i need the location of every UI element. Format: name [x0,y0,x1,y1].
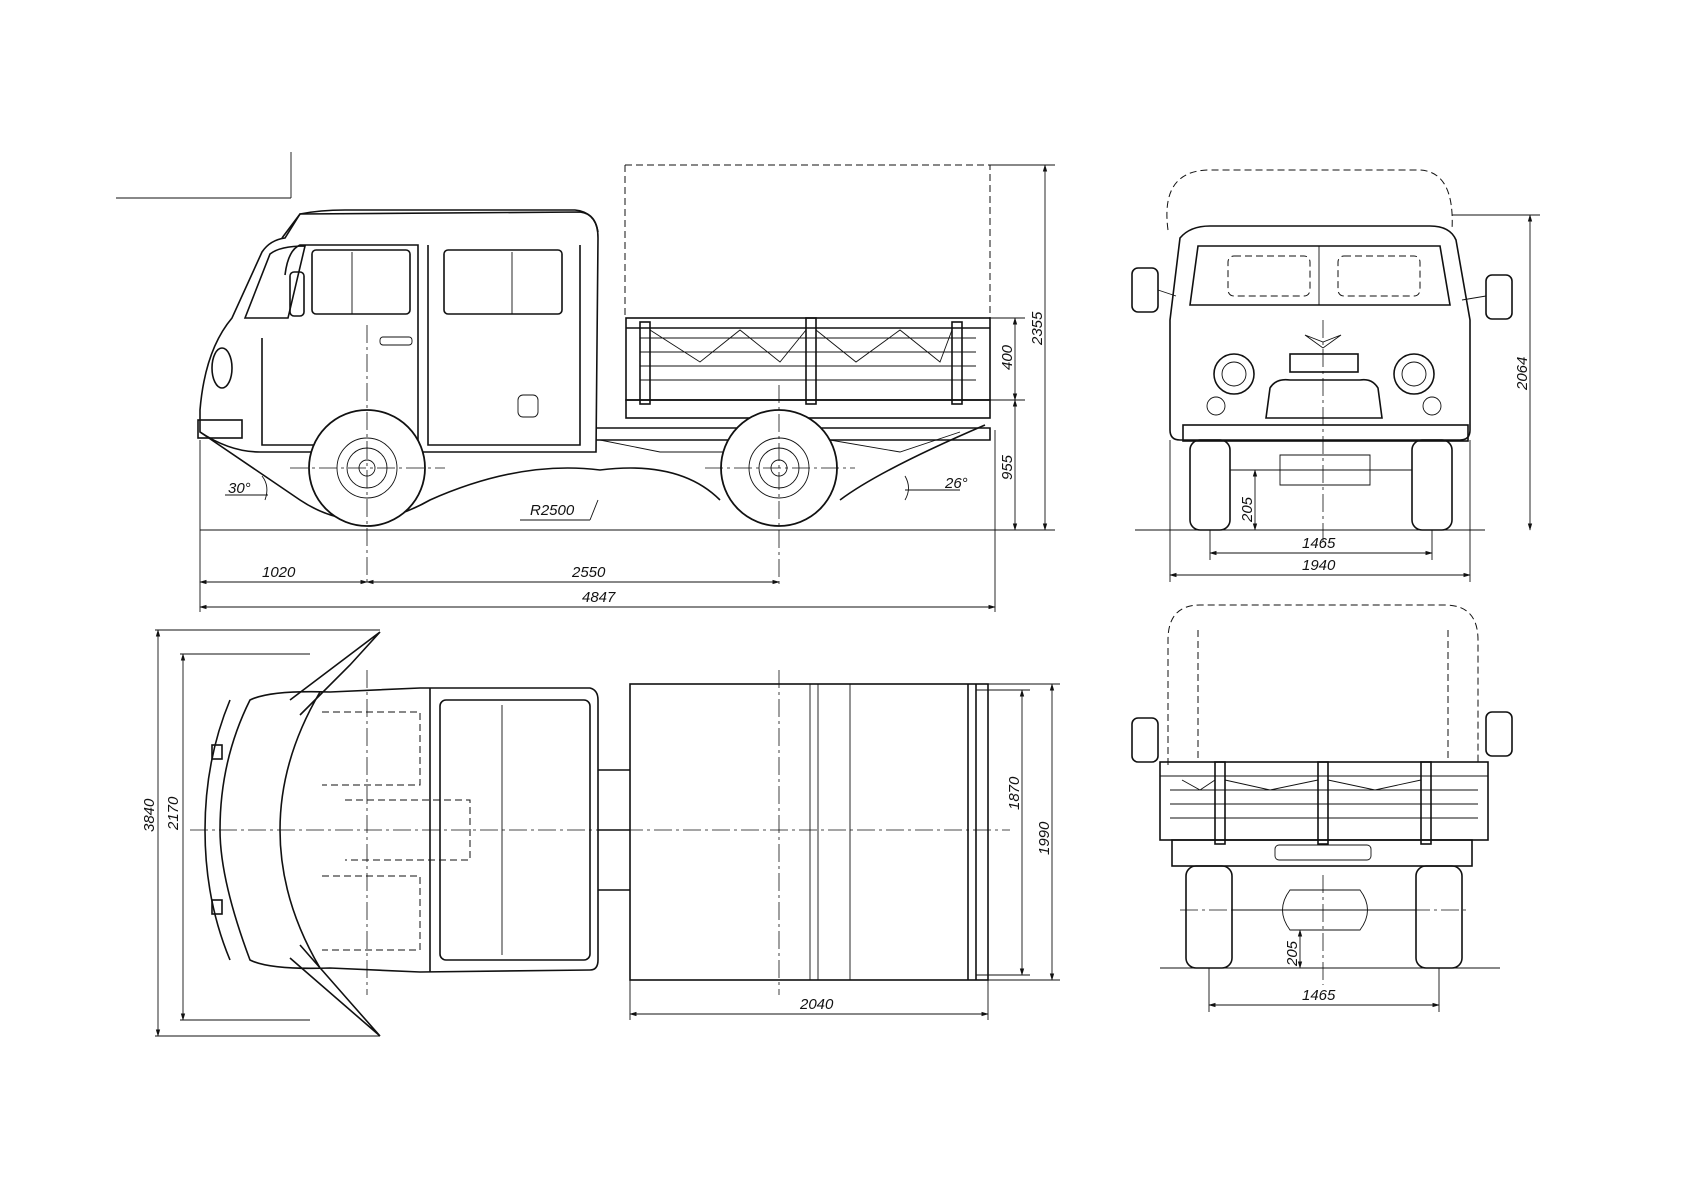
departure-angle-label: 26° [944,475,968,492]
platform-height-label: 955 [999,454,1016,480]
rear-right-mirror [1486,712,1512,756]
rear-left-mirror [1132,718,1158,762]
rear-right-tire [1416,866,1462,968]
front-track-label: 1465 [1302,535,1336,552]
front-view: 2064 205 1465 1940 [1132,170,1540,582]
top-view: 3840 2170 1870 1990 2040 [141,630,1060,1036]
front-window [312,250,410,314]
headlight [212,348,232,388]
front-cab [1170,226,1470,440]
canopy-outline [625,165,990,318]
front-left-headlight [1214,354,1254,394]
front-clearance-label: 205 [1239,496,1256,523]
front-right-mirror [1486,275,1512,319]
platform-length-label: 2040 [799,996,834,1013]
cab-body [200,212,598,452]
front-height-label: 2064 [1514,357,1531,391]
rear-canopy-outline [1168,605,1478,765]
rear-window [444,250,562,314]
overall-length-label: 4847 [582,589,616,606]
front-view-bumper [1183,425,1468,441]
rear-platform [1160,762,1488,840]
cab-width-label: 2170 [165,796,182,831]
rear-door [428,245,580,445]
rear-left-tire [1186,866,1232,968]
rear-view: 205 1465 [1132,605,1512,1012]
top-right-mirror [290,945,380,1036]
front-right-headlight [1394,354,1434,394]
top-platform [630,684,988,980]
cargo-platform [626,318,990,400]
front-canopy-outline [1167,170,1452,230]
rear-track-label: 1465 [1302,987,1336,1004]
side-height-label: 400 [999,344,1016,370]
rear-clearance-label: 205 [1284,940,1301,967]
approach-angle-label: 30° [228,480,251,497]
side-view: 30° 26° R2500 1020 2550 4847 400 955 235… [198,165,1055,612]
front-left-mirror [1132,268,1158,312]
turn-radius-label: R2500 [530,502,575,519]
overall-width-label: 1940 [1302,557,1336,574]
front-overhang-label: 1020 [262,564,296,581]
front-left-tire [1190,440,1230,530]
corner-frame [116,152,291,198]
front-grille-bar [1290,354,1358,372]
platform-inner-width-label: 1870 [1006,776,1023,810]
front-right-tire [1412,440,1452,530]
wheelbase-label: 2550 [571,564,606,581]
front-grille [1266,380,1382,418]
top-left-mirror [290,632,380,715]
front-windshield [1190,246,1450,305]
mirror-span-label: 3840 [141,798,158,832]
overall-height-label: 2355 [1029,311,1046,346]
platform-outer-width-label: 1990 [1036,821,1053,855]
windshield [245,246,305,318]
